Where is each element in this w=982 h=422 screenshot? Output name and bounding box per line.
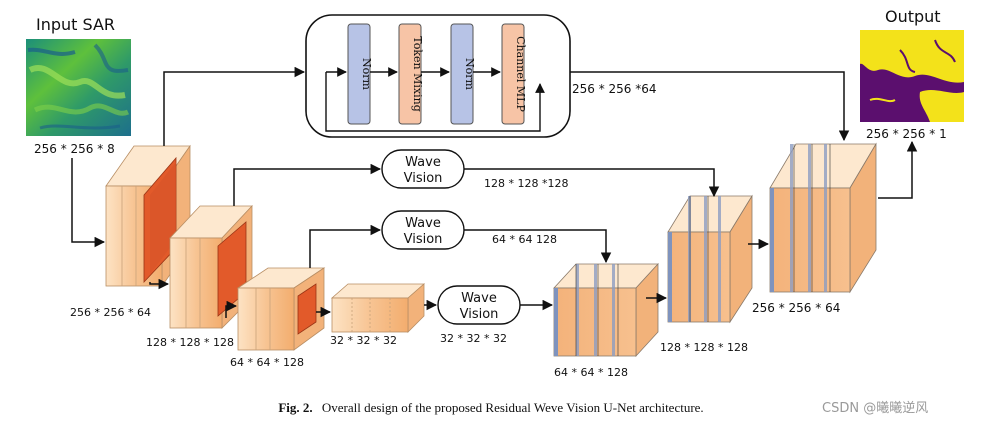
wave-vision-3-line1: Wave bbox=[461, 291, 497, 306]
connection-arrows bbox=[71, 66, 918, 318]
wave-vision-box-1: Wave Vision bbox=[381, 149, 465, 189]
decoder-block-level-3 bbox=[553, 262, 659, 358]
decoder-block-level-2 bbox=[667, 194, 753, 324]
skip-label-bottleneck: 32 * 32 * 32 bbox=[440, 332, 507, 345]
wave-vision-3-line2: Vision bbox=[460, 307, 499, 322]
input-sar-image bbox=[26, 39, 131, 136]
token-mixing-block bbox=[398, 23, 422, 125]
figure-caption: Fig. 2. Overall design of the proposed R… bbox=[278, 400, 703, 415]
decoder-block-level-1 bbox=[769, 142, 877, 294]
output-shape-label: 256 * 256 * 1 bbox=[866, 127, 947, 141]
caption-prefix: Fig. 2. bbox=[278, 400, 312, 415]
skip-label-level-2: 128 * 128 *128 bbox=[484, 177, 568, 190]
decoder-label-level-2: 128 * 128 * 128 bbox=[660, 341, 748, 354]
wave-vision-2-line1: Wave bbox=[405, 216, 441, 231]
wave-vision-1-line1: Wave bbox=[405, 155, 441, 170]
input-shape-label: 256 * 256 * 8 bbox=[34, 142, 115, 156]
mlp-block-label-norm-1: Norm bbox=[360, 58, 373, 91]
decoder-label-level-1: 256 * 256 * 64 bbox=[752, 301, 840, 315]
encoder-label-level-1: 256 * 256 * 64 bbox=[70, 306, 151, 319]
watermark: CSDN @曦曦逆风 bbox=[822, 400, 928, 416]
encoder-label-level-3: 64 * 64 * 128 bbox=[230, 356, 304, 369]
wave-vision-2-line2: Vision bbox=[404, 232, 443, 247]
mlp-skip-label: 256 * 256 *64 bbox=[572, 82, 657, 96]
decoder-label-level-3: 64 * 64 * 128 bbox=[554, 366, 628, 379]
wave-vision-box-3: Wave Vision bbox=[437, 285, 521, 325]
mlp-block-label-token-mixing: Token Mixing bbox=[411, 36, 424, 112]
mlp-block-label-channel-mlp: Channel MLP bbox=[514, 36, 527, 112]
skip-label-level-3: 64 * 64 128 bbox=[492, 233, 557, 246]
encoder-block-bottleneck bbox=[330, 283, 426, 333]
wave-vision-box-2: Wave Vision bbox=[381, 210, 465, 250]
encoder-label-bottleneck: 32 * 32 * 32 bbox=[330, 334, 397, 347]
output-mask-image bbox=[860, 30, 964, 122]
channel-mlp-block bbox=[501, 23, 525, 125]
output-title: Output bbox=[885, 7, 941, 26]
norm-block-1 bbox=[347, 23, 371, 125]
input-title: Input SAR bbox=[36, 15, 115, 34]
caption-text: Overall design of the proposed Residual … bbox=[322, 400, 704, 415]
wave-vision-1-line2: Vision bbox=[404, 171, 443, 186]
mlp-block-label-norm-2: Norm bbox=[463, 58, 476, 91]
mlp-module: Norm Token Mixing Norm Channel MLP bbox=[305, 14, 571, 138]
encoder-label-level-2: 128 * 128 * 128 bbox=[146, 336, 234, 349]
norm-block-2 bbox=[450, 23, 474, 125]
encoder-block-level-3 bbox=[236, 267, 326, 351]
